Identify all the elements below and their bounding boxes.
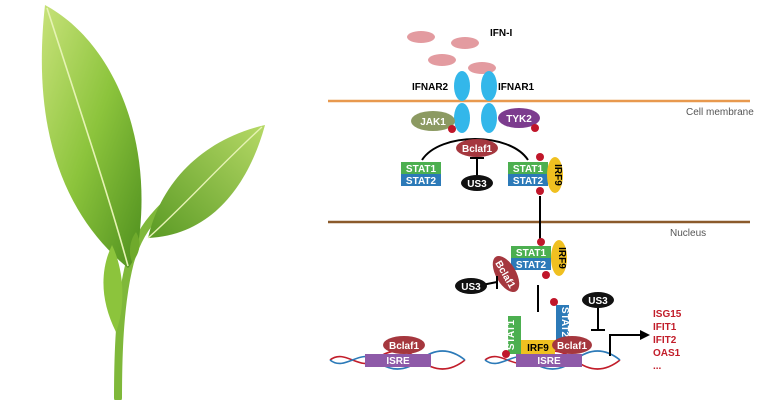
bclaf1-tilted-shape bbox=[492, 255, 520, 293]
plant-leaf-large bbox=[41, 5, 142, 268]
phospho-dot bbox=[550, 298, 558, 306]
irf9-nuc bbox=[551, 240, 567, 276]
isre-box-right bbox=[516, 354, 582, 367]
phospho-dot bbox=[536, 153, 544, 161]
isre-label-left: ISRE bbox=[386, 356, 410, 367]
stat2-box-nuc bbox=[511, 258, 551, 270]
irf9-dna-label: IRF9 bbox=[527, 343, 549, 354]
stat2-box-left bbox=[401, 174, 441, 186]
dna-helix-left: ISRE Bclaf1 bbox=[329, 336, 466, 370]
activation-arc bbox=[421, 138, 529, 161]
receptor-domain bbox=[481, 71, 497, 101]
nucleus-label: Nucleus bbox=[670, 228, 706, 239]
irf9-box-dna bbox=[521, 340, 555, 354]
gene-ifit1: IFIT1 bbox=[653, 322, 677, 333]
bclaf1-dna-right-label: Bclaf1 bbox=[557, 341, 587, 352]
plant-leaf-small bbox=[103, 245, 123, 332]
us3-nuc-right bbox=[582, 292, 614, 308]
ifn-ellipse bbox=[428, 54, 456, 66]
stat2-label-left: STAT2 bbox=[406, 176, 437, 187]
cell-membrane-label: Cell membrane bbox=[686, 107, 754, 118]
bclaf1-dna-left-label: Bclaf1 bbox=[389, 341, 419, 352]
stat1-box-left bbox=[401, 162, 441, 174]
bclaf1-dna-left bbox=[383, 336, 425, 354]
stat1-vertical-label: STAT1 bbox=[506, 319, 517, 350]
gene-more: ... bbox=[653, 361, 662, 372]
phospho-dot bbox=[542, 271, 550, 279]
receptor-domain bbox=[454, 103, 470, 133]
irf9-cyto bbox=[547, 157, 563, 193]
dna-helix-right: ISRE bbox=[484, 350, 621, 370]
phospho-dot bbox=[502, 350, 510, 358]
stat1-label-right: STAT1 bbox=[513, 164, 544, 175]
jak1-kinase bbox=[411, 111, 455, 131]
isre-box-left bbox=[365, 354, 431, 367]
us3-nuc-left bbox=[455, 278, 487, 294]
stat1-box-nuc bbox=[511, 246, 551, 258]
stat2-label-nuc: STAT2 bbox=[516, 260, 547, 271]
plant-bud bbox=[129, 232, 140, 262]
us3-cyto-label: US3 bbox=[467, 179, 487, 190]
receptor-domain bbox=[454, 71, 470, 101]
ifn-label: IFN-I bbox=[490, 28, 512, 39]
tyk2-kinase bbox=[498, 108, 540, 128]
dna-strand bbox=[484, 350, 621, 370]
ifnar1-label: IFNAR1 bbox=[498, 82, 535, 93]
us3-nuc-left-label: US3 bbox=[461, 282, 481, 293]
plant-leaf-right-vein bbox=[147, 126, 263, 239]
plant-leaf-large-vein bbox=[46, 7, 129, 267]
bclaf1-dna-right bbox=[552, 336, 592, 354]
transcription-arrow bbox=[609, 334, 640, 356]
stat1-box-right bbox=[508, 162, 548, 174]
stat1-vertical-dna bbox=[508, 316, 521, 354]
ifn-ligands bbox=[407, 31, 496, 74]
ifnar1-receptor bbox=[481, 71, 497, 133]
bclaf1-cyto-label: Bclaf1 bbox=[462, 144, 492, 155]
stat2-vertical-label: STAT2 bbox=[559, 307, 570, 338]
ifnar2-receptor bbox=[454, 71, 470, 133]
stat2-box-right bbox=[508, 174, 548, 186]
stat2-label-right: STAT2 bbox=[513, 176, 544, 187]
stat2-vertical-dna bbox=[556, 305, 569, 340]
transcription-arrowhead bbox=[640, 330, 650, 340]
stat1-label-nuc: STAT1 bbox=[516, 248, 547, 259]
gene-ifit2: IFIT2 bbox=[653, 335, 677, 346]
bclaf1-cyto bbox=[456, 139, 498, 157]
phospho-dot bbox=[537, 238, 545, 246]
ifn-ellipse bbox=[451, 37, 479, 49]
irf9-nuc-label: IRF9 bbox=[556, 247, 567, 269]
gene-isg15: ISG15 bbox=[653, 309, 682, 320]
ifnar2-label: IFNAR2 bbox=[412, 82, 449, 93]
tyk2-label: TYK2 bbox=[506, 114, 532, 125]
dna-strand bbox=[329, 350, 466, 370]
phospho-dot bbox=[448, 125, 456, 133]
jak1-label: JAK1 bbox=[420, 117, 446, 128]
phospho-dot bbox=[531, 124, 539, 132]
phospho-dot bbox=[536, 187, 544, 195]
isre-label-right: ISRE bbox=[537, 356, 561, 367]
stat1-label-left: STAT1 bbox=[406, 164, 437, 175]
us3-cyto bbox=[461, 175, 493, 191]
gene-oas1: OAS1 bbox=[653, 348, 681, 359]
plant-illustration bbox=[41, 5, 265, 402]
ifn-ellipse bbox=[407, 31, 435, 43]
receptor-domain bbox=[481, 103, 497, 133]
us3-nuc-right-label: US3 bbox=[588, 296, 608, 307]
irf9-cyto-label: IRF9 bbox=[552, 164, 563, 186]
